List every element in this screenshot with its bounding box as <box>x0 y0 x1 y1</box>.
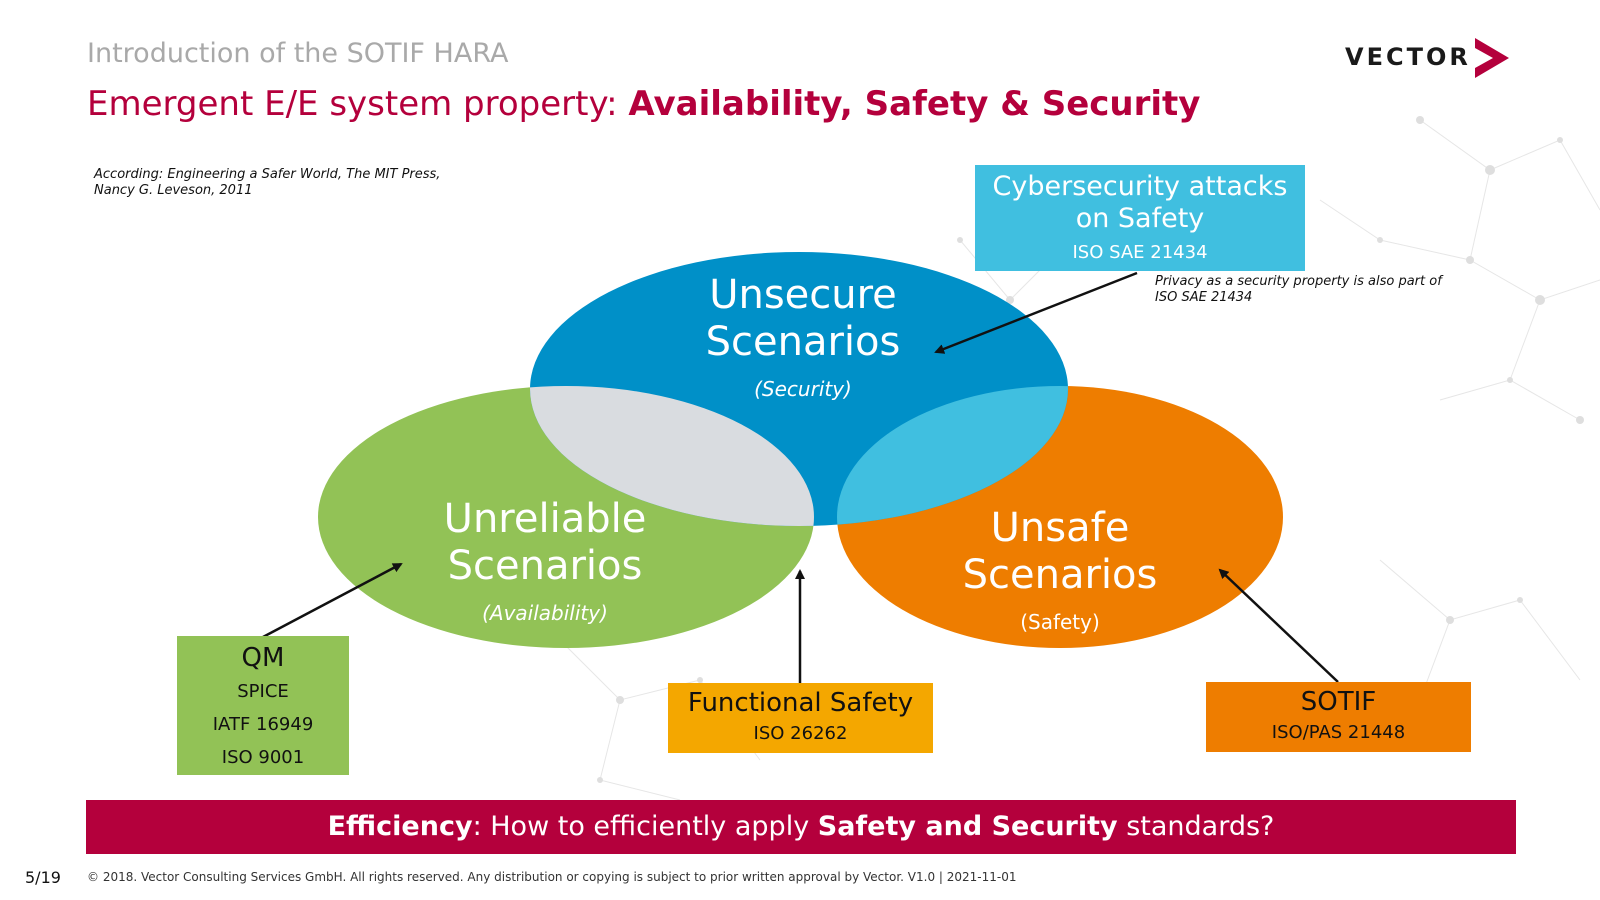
safety-sublabel: (Safety) <box>1020 610 1100 634</box>
safety-label-line2: Scenarios <box>963 552 1158 598</box>
safety-label-line1: Unsafe <box>991 505 1130 551</box>
cyber-title-line2: on Safety <box>1075 203 1205 234</box>
slide-supertitle: Introduction of the SOTIF HARA <box>87 38 509 69</box>
security-sublabel: (Security) <box>754 377 852 401</box>
title-emphasis: Availability, Safety & Security <box>628 84 1201 124</box>
page-number: 5/19 <box>25 868 61 887</box>
banner-efficiency: Efficiency <box>327 811 473 842</box>
arrow-cyber-to-security <box>934 271 1138 354</box>
privacy-note: Privacy as a security property is also p… <box>1155 274 1442 305</box>
arrow-qm-to-availability <box>262 562 403 639</box>
qm-title: QM <box>241 643 285 673</box>
copyright-footer: © 2018. Vector Consulting Services GmbH.… <box>87 870 1017 884</box>
fs-standard: ISO 26262 <box>753 723 848 744</box>
vector-logo: VECTOR <box>1345 36 1515 80</box>
qm-item: ISO 9001 <box>221 747 305 768</box>
functional-safety-box: Functional Safety ISO 26262 <box>668 683 933 753</box>
sotif-title: SOTIF <box>1300 687 1377 717</box>
efficiency-banner: Efficiency: How to efficiently apply Saf… <box>86 800 1516 854</box>
logo-text: VECTOR <box>1345 43 1471 71</box>
cyber-standard: ISO SAE 21434 <box>1072 242 1208 263</box>
cybersecurity-box: Cybersecurity attacks on Safety ISO SAE … <box>975 165 1305 271</box>
availability-label-line2: Scenarios <box>448 543 643 589</box>
qm-item: SPICE <box>237 681 289 702</box>
sotif-standard: ISO/PAS 21448 <box>1271 722 1406 743</box>
security-label-line1: Unsecure <box>709 272 897 318</box>
title-prefix: Emergent E/E system property: <box>87 84 629 124</box>
slide-title: Emergent E/E system property: Availabili… <box>87 84 1200 124</box>
qm-item: IATF 16949 <box>212 714 314 735</box>
banner-text-2: standards? <box>1117 811 1275 842</box>
logo-chevron-icon <box>1475 38 1509 78</box>
cyber-title-line1: Cybersecurity attacks <box>992 171 1288 202</box>
banner-text-1: : How to efficiently apply <box>472 811 818 842</box>
security-label-line2: Scenarios <box>706 319 901 365</box>
banner-safety-security: Safety and Security <box>817 811 1118 842</box>
source-note: According: Engineering a Safer World, Th… <box>94 167 441 198</box>
fs-title: Functional Safety <box>687 688 914 718</box>
availability-sublabel: (Availability) <box>482 601 608 625</box>
availability-label-line1: Unreliable <box>444 496 647 542</box>
arrow-sotif-to-safety <box>1218 568 1339 683</box>
qm-box: QM SPICE IATF 16949 ISO 9001 <box>177 636 349 775</box>
sotif-box: SOTIF ISO/PAS 21448 <box>1206 682 1471 752</box>
